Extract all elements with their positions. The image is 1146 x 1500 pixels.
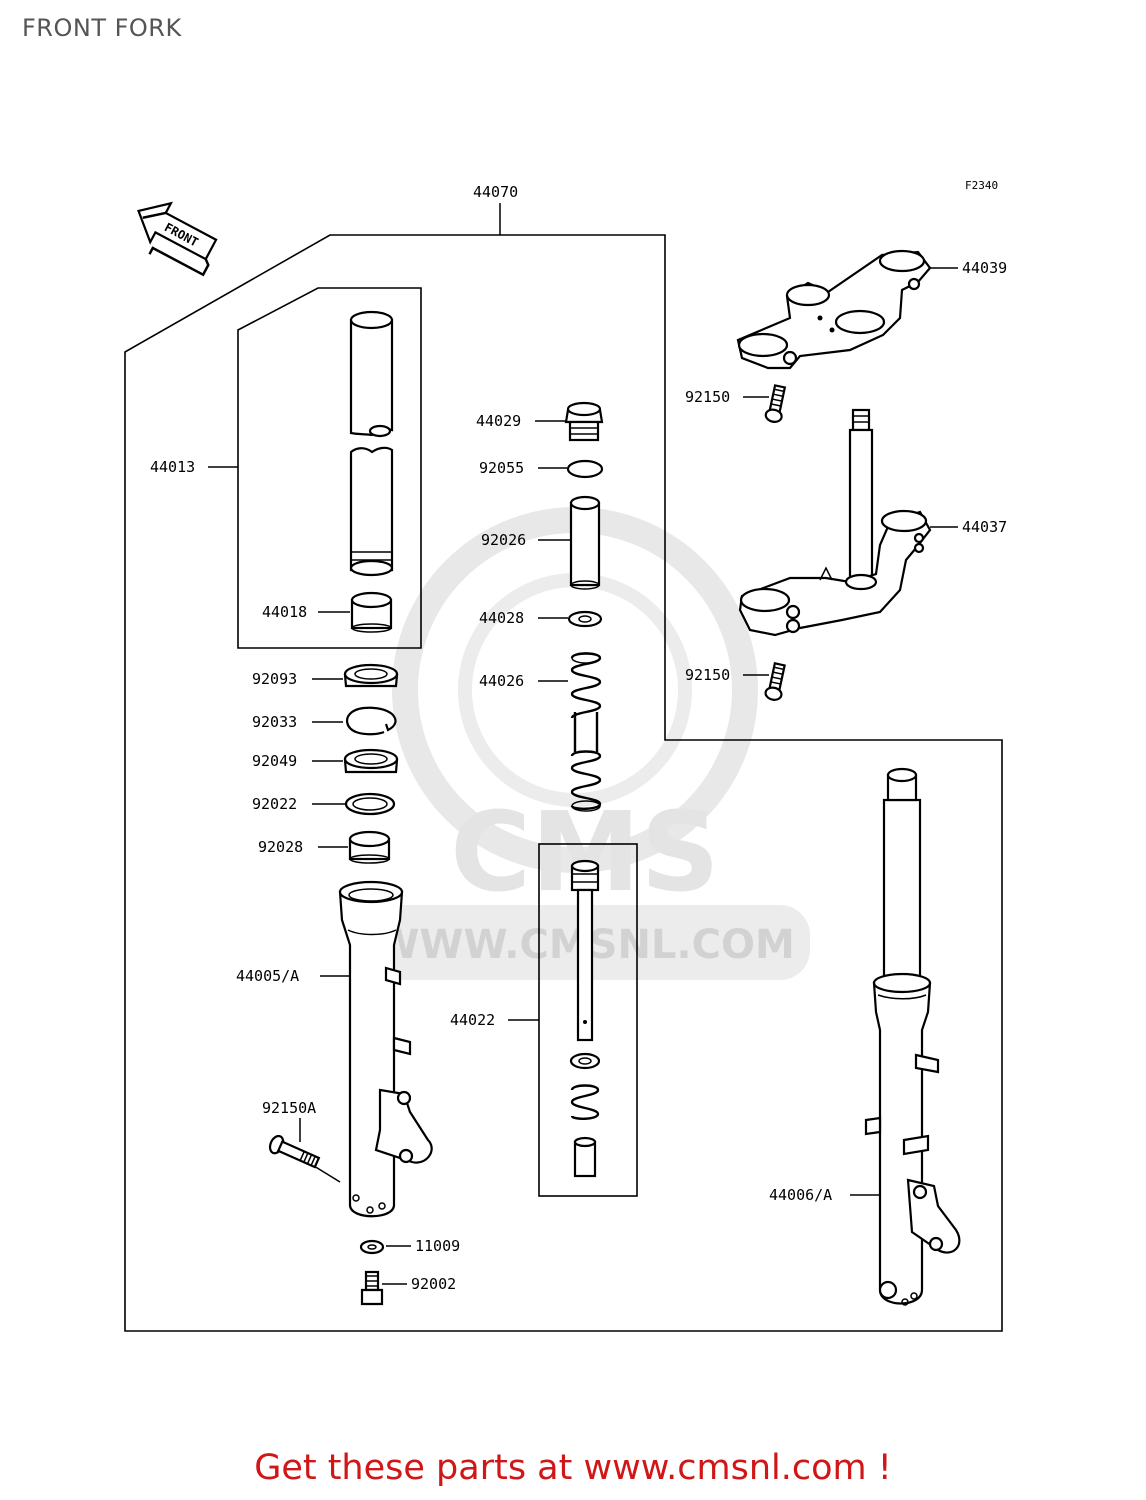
washer-44028 <box>567 610 603 628</box>
bushing-44018 <box>350 591 393 633</box>
callout-44029: 44029 <box>476 412 521 430</box>
washer-11009 <box>359 1239 385 1255</box>
callout-92150-upper: 92150 <box>685 388 730 406</box>
callout-92033: 92033 <box>252 713 297 731</box>
callout-92150-mid: 92150 <box>685 666 730 684</box>
callout-44037: 44037 <box>962 518 1007 536</box>
oil-seal-92049 <box>343 748 399 774</box>
fork-assembly-44006A <box>864 767 961 1306</box>
dust-seal-92093 <box>343 663 399 688</box>
inner-tube-44013-box <box>237 287 422 649</box>
washer-92022 <box>344 792 396 816</box>
callout-44039: 44039 <box>962 259 1007 277</box>
front-direction-arrow: FRONT <box>137 201 218 277</box>
callout-44013: 44013 <box>150 458 195 476</box>
outer-tube-44005A <box>338 880 433 1218</box>
callout-92055: 92055 <box>479 459 524 477</box>
spring-44026 <box>570 652 602 812</box>
callout-44022: 44022 <box>450 1011 495 1029</box>
callout-44018: 44018 <box>262 603 307 621</box>
steering-stem-44037 <box>738 408 932 637</box>
damper-rod-44022 <box>569 859 601 1178</box>
callout-92028: 92028 <box>258 838 303 856</box>
callout-44005A: 44005/A <box>236 967 299 985</box>
retaining-ring-92033 <box>346 706 397 736</box>
callout-92150A: 92150A <box>262 1099 316 1117</box>
callout-92049: 92049 <box>252 752 297 770</box>
assembly-44070-boundary <box>124 234 1003 1332</box>
cap-bolt-44029 <box>564 401 604 442</box>
callout-44028: 44028 <box>479 609 524 627</box>
spacer-92026 <box>569 495 601 590</box>
upper-bracket-44039 <box>736 249 932 370</box>
bushing-92028 <box>348 830 391 864</box>
callout-92002: 92002 <box>411 1275 456 1293</box>
footer-prefix: Get these parts at <box>254 1448 584 1488</box>
figure-code: F2340 <box>965 179 998 192</box>
footer-suffix: ! <box>866 1448 892 1488</box>
callout-92022: 92022 <box>252 795 297 813</box>
callout-92093: 92093 <box>252 670 297 688</box>
bolt-92002 <box>360 1270 384 1306</box>
callout-11009: 11009 <box>415 1237 460 1255</box>
bolt-92150-upper <box>764 384 787 423</box>
o-ring-92055 <box>566 459 604 479</box>
inner-tube-44013 <box>349 310 394 577</box>
bolt-92150A <box>268 1134 321 1169</box>
footer-site-link[interactable]: www.cmsnl.com <box>583 1448 867 1488</box>
callout-44070: 44070 <box>473 183 518 201</box>
footer-call-to-action: Get these parts at www.cmsnl.com ! <box>0 1448 1146 1488</box>
bolt-92150-mid <box>764 662 786 701</box>
callout-92026: 92026 <box>481 531 526 549</box>
callout-44026: 44026 <box>479 672 524 690</box>
page-title: FRONT FORK <box>22 14 182 42</box>
callout-44006A: 44006/A <box>769 1186 832 1204</box>
